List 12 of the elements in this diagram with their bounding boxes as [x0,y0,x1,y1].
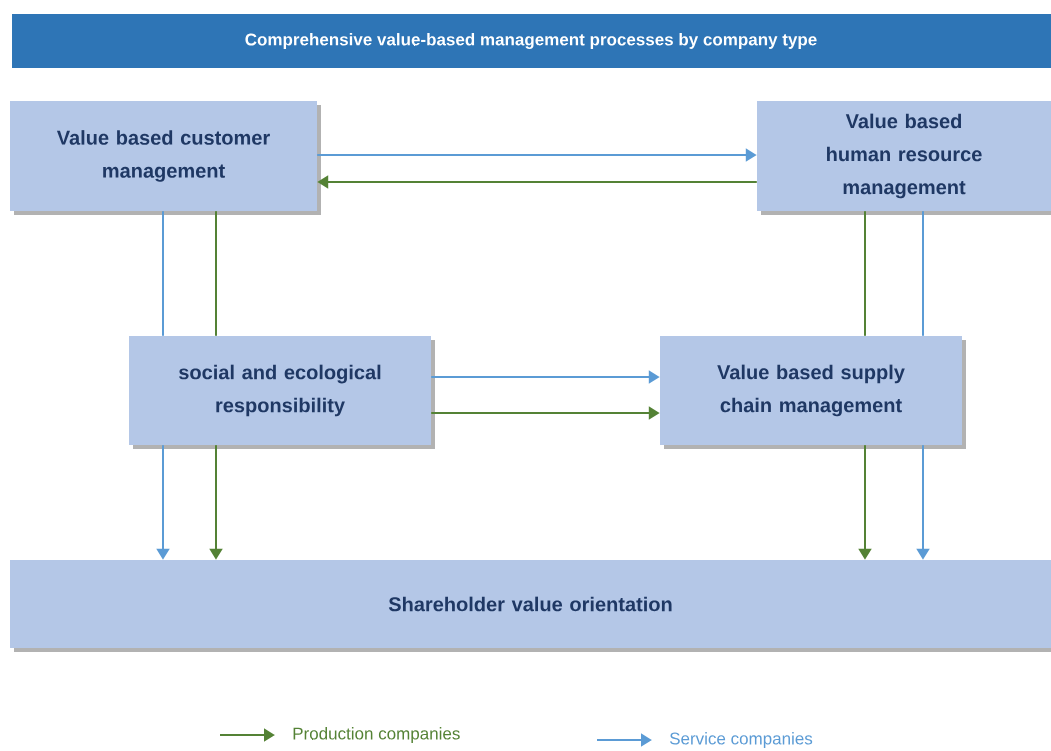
legend-label: Production companies [293,727,460,743]
connector-line [215,210,217,337]
title-banner: Comprehensive value-based management processes by company type [12,14,1051,68]
process-box: Value based customer management [10,101,321,215]
connector-line [864,210,866,337]
process-box: social and ecological responsibility [129,336,435,449]
legend-label: Service companies [670,732,813,748]
process-box: Value based human resource management [757,101,1051,215]
connector-line [162,210,164,337]
connector-line [922,210,924,337]
process-box: Value based supply chain management [660,336,966,449]
process-box: Shareholder value orientation [10,560,1051,652]
